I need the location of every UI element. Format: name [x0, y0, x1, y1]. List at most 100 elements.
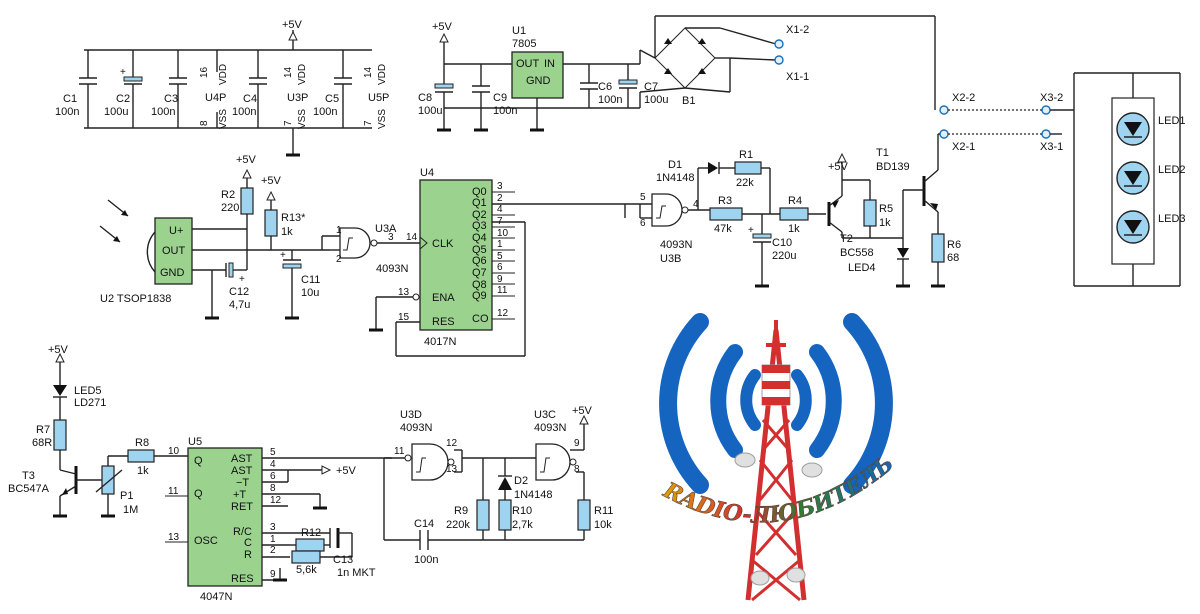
u1-pin-gnd: GND — [526, 75, 551, 87]
u4-pin15: 15 — [398, 312, 410, 323]
c4-value: 100n — [232, 106, 256, 118]
svg-text:12: 12 — [497, 308, 509, 319]
r12-value: 5,6k — [296, 564, 317, 576]
x3-2-pin[interactable] — [1041, 105, 1051, 115]
u3d-ref: U3D — [400, 409, 422, 421]
c8-ref: C8 — [418, 92, 432, 104]
svg-text:R/C: R/C — [233, 526, 252, 538]
c5-ref: C5 — [325, 93, 339, 105]
logo-wave-right-inner — [791, 369, 812, 431]
led1: LED1 — [1116, 112, 1186, 146]
u1-pin-out: OUT — [516, 58, 540, 70]
u1-pin-in: IN — [544, 58, 555, 70]
u3a-pin2: 2 — [336, 254, 342, 265]
r2-5v-label: +5V — [236, 154, 257, 166]
t3-value: BC547A — [8, 483, 50, 495]
r5-ref: R5 — [879, 203, 893, 215]
r2 — [240, 187, 254, 215]
c5-value: 100n — [313, 106, 337, 118]
svg-text:7: 7 — [497, 216, 503, 227]
led5-value: LD271 — [74, 397, 106, 409]
c13-value: 1n MKT — [337, 567, 376, 579]
u3a-value: 4093N — [376, 263, 408, 275]
x2-2-pin[interactable] — [939, 105, 949, 115]
r11 — [577, 499, 591, 531]
svg-text:R: R — [244, 549, 252, 561]
c8-value: 100u — [418, 105, 442, 117]
u3c-ref: U3C — [534, 409, 556, 421]
svg-text:5: 5 — [270, 447, 276, 458]
u5p-pin-bottom: 7 — [363, 120, 374, 126]
r3-ref: R3 — [718, 195, 732, 207]
t2-value: BC558 — [840, 247, 874, 259]
logo-wave-right-middle — [809, 344, 842, 458]
u1-value: 7805 — [512, 38, 536, 50]
x1-2-label: X1-2 — [786, 24, 809, 36]
psu-5v-label: +5V — [432, 21, 453, 33]
u4-chip — [419, 179, 493, 331]
u3c-value: 4093N — [534, 422, 566, 434]
svg-text:+: + — [280, 250, 286, 261]
x1-1-pin[interactable] — [774, 55, 784, 65]
x3-2-label: X3-2 — [1040, 92, 1063, 104]
svg-text:11: 11 — [168, 486, 179, 497]
led4-ref: LED4 — [848, 262, 876, 274]
r3 — [709, 207, 743, 221]
r4-ref: R4 — [788, 195, 802, 207]
r13-ref: R13* — [281, 212, 306, 224]
t3-ref: T3 — [22, 470, 35, 482]
d1-ref: D1 — [668, 159, 682, 171]
svg-text:+: + — [120, 67, 126, 78]
svg-text:OSC: OSC — [194, 535, 218, 547]
u2-pin-out: OUT — [162, 245, 186, 257]
svg-text:9: 9 — [574, 438, 580, 449]
led3: LED3 — [1116, 210, 1186, 244]
svg-text:Q3: Q3 — [472, 220, 487, 232]
svg-text:Q9: Q9 — [472, 290, 487, 302]
u4p-vss: VSS — [218, 109, 229, 129]
r11-value: 10k — [594, 519, 612, 531]
b1-bridge — [654, 27, 716, 89]
svg-text:+: + — [748, 225, 754, 236]
r2-ref: R2 — [221, 189, 235, 201]
r13-value: 1k — [281, 226, 293, 238]
svg-text:Q4: Q4 — [472, 232, 487, 244]
svg-text:6: 6 — [640, 218, 646, 229]
c14-ref: C14 — [414, 518, 434, 530]
u5-value: 4047N — [200, 591, 232, 603]
svg-text:Q1: Q1 — [472, 197, 487, 209]
c4-ref: C4 — [243, 93, 257, 105]
c9-value: 100n — [493, 105, 517, 117]
svg-text:+: + — [239, 274, 245, 285]
c7-ref: C7 — [644, 81, 658, 93]
u4-pin14: 14 — [406, 232, 418, 243]
svg-text:5: 5 — [640, 192, 646, 203]
d2-ref: D2 — [514, 475, 528, 487]
u4-value: 4017N — [424, 336, 456, 348]
svg-text:1: 1 — [497, 239, 503, 250]
r4 — [779, 207, 809, 221]
svg-text:4: 4 — [693, 199, 699, 210]
c10-value: 220u — [772, 250, 796, 262]
c1-ref: C1 — [63, 93, 77, 105]
svg-text:10: 10 — [497, 228, 509, 239]
power-supply: +5V U1 7805 OUT IN GND C8 100u C9 100n C — [418, 15, 936, 132]
c12-ref: C12 — [229, 286, 249, 298]
r2-value: 220 — [221, 202, 239, 214]
c3-value: 100n — [151, 106, 175, 118]
r10-value: 2,7k — [512, 519, 533, 531]
svg-text:10: 10 — [168, 446, 180, 457]
r1 — [734, 161, 762, 175]
x2-1-pin[interactable] — [939, 129, 949, 139]
svg-text:12: 12 — [446, 438, 458, 449]
x3-1-pin[interactable] — [1041, 129, 1051, 139]
x1-2-pin[interactable] — [774, 39, 784, 49]
u4-pin-ena: ENA — [432, 292, 455, 304]
t2-ref: T2 — [840, 233, 853, 245]
u5p-pin-top: 14 — [363, 66, 374, 78]
svg-text:13: 13 — [168, 532, 180, 543]
u5p-vss: VSS — [377, 109, 388, 129]
x2-1-label: X2-1 — [952, 141, 975, 153]
u4p-vdd: VDD — [218, 64, 229, 85]
